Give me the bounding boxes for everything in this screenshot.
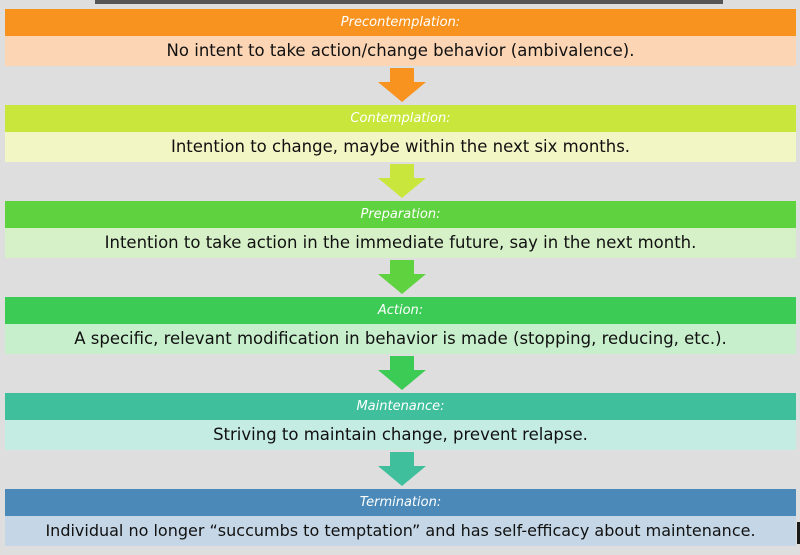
stage-action: Action: A specific, relevant modificatio… (5, 297, 796, 354)
stage-description: Individual no longer “succumbs to tempta… (5, 516, 796, 546)
stage-title: Contemplation: (5, 105, 796, 132)
stage-title: Action: (5, 297, 796, 324)
stage-title: Precontemplation: (5, 9, 796, 36)
stage-description: Intention to change, maybe within the ne… (5, 132, 796, 162)
window-edge (797, 522, 800, 544)
stage-preparation: Preparation: Intention to take action in… (5, 201, 796, 258)
down-arrow-icon (378, 452, 426, 486)
stage-description: Intention to take action in the immediat… (5, 228, 796, 258)
stage-title: Maintenance: (5, 393, 796, 420)
down-arrow-icon (378, 356, 426, 390)
stage-title: Termination: (5, 489, 796, 516)
stage-precontemplation: Precontemplation: No intent to take acti… (5, 9, 796, 66)
stage-description: Striving to maintain change, prevent rel… (5, 420, 796, 450)
stage-contemplation: Contemplation: Intention to change, mayb… (5, 105, 796, 162)
stage-title: Preparation: (5, 201, 796, 228)
stage-description: No intent to take action/change behavior… (5, 36, 796, 66)
down-arrow-icon (378, 68, 426, 102)
stage-termination: Termination: Individual no longer “succu… (5, 489, 796, 546)
stage-maintenance: Maintenance: Striving to maintain change… (5, 393, 796, 450)
down-arrow-icon (378, 164, 426, 198)
stage-description: A specific, relevant modification in beh… (5, 324, 796, 354)
down-arrow-icon (378, 260, 426, 294)
top-border-bar (95, 0, 723, 4)
